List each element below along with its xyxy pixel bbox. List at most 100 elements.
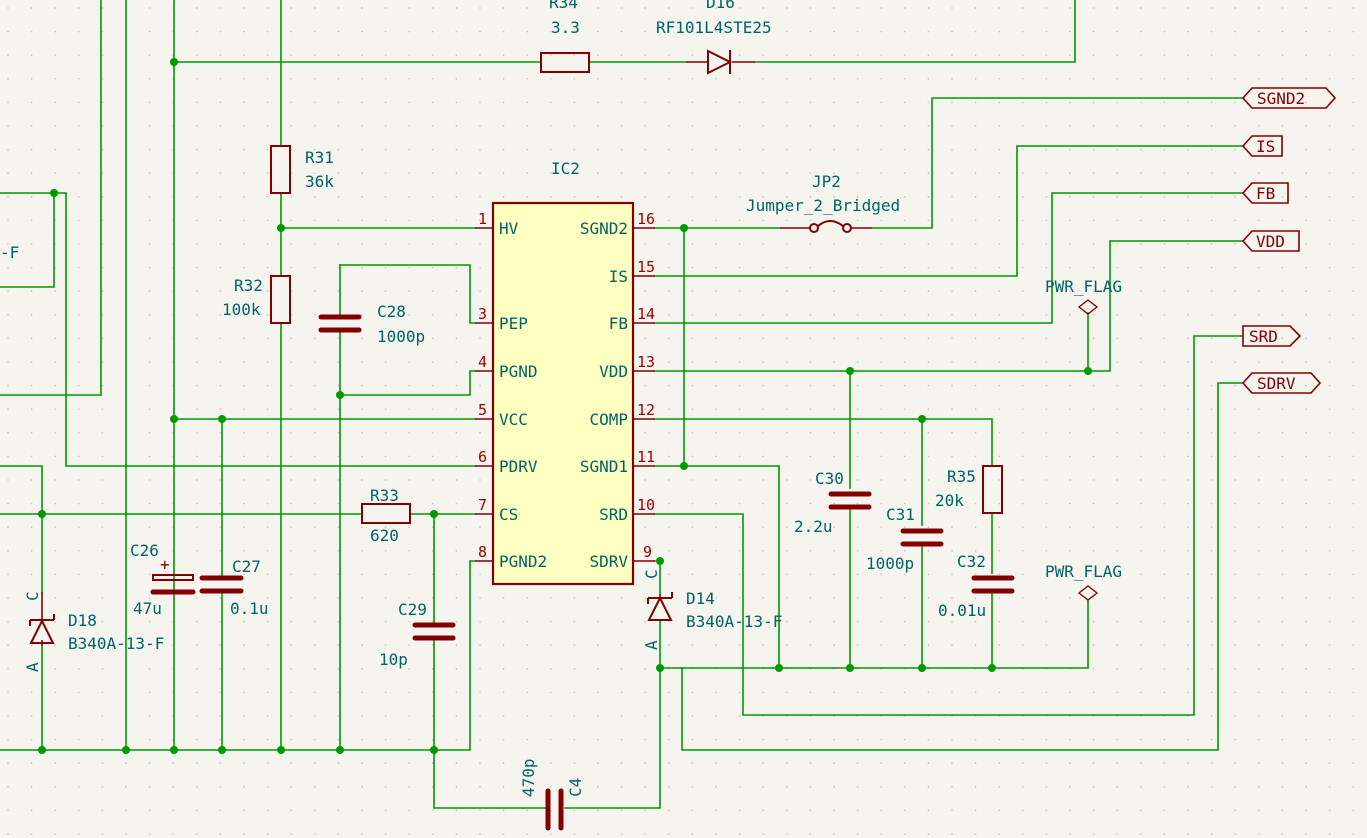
net-label-text: FB bbox=[1256, 184, 1275, 203]
c30-ref: C30 bbox=[815, 469, 844, 488]
pin-number: 16 bbox=[637, 210, 655, 228]
c27-value: 0.1u bbox=[230, 599, 269, 618]
c29-value: 10p bbox=[379, 650, 408, 669]
pwr-flag-label: PWR_FLAG bbox=[1045, 562, 1122, 581]
pin-name-hv: HV bbox=[499, 219, 519, 238]
c32-ref: C32 bbox=[957, 552, 986, 571]
d14-cathode-label: C bbox=[642, 569, 661, 579]
net-label-sdrv[interactable]: SDRV bbox=[1241, 372, 1322, 394]
jp2-value: Jumper_2_Bridged bbox=[746, 196, 900, 215]
ic2-body bbox=[491, 201, 635, 586]
pin-name-srd: SRD bbox=[599, 505, 628, 524]
r35-value: 20k bbox=[935, 491, 964, 510]
jp2-jumper[interactable]: JP2 Jumper_2_Bridged bbox=[746, 172, 900, 233]
pin-number: 7 bbox=[478, 496, 487, 514]
d14-anode-label: A bbox=[642, 640, 661, 650]
r33-resistor[interactable]: R33 620 bbox=[361, 486, 411, 545]
pin-name-pdrv: PDRV bbox=[499, 457, 538, 476]
d14-value: B340A-13-F bbox=[686, 612, 782, 631]
c32-value: 0.01u bbox=[938, 601, 986, 620]
ic2-ref: IC2 bbox=[551, 159, 580, 178]
polarity-plus: + bbox=[160, 555, 170, 574]
pin-number: 13 bbox=[637, 353, 655, 371]
d18-diode[interactable]: C A D18 B340A-13-F bbox=[23, 591, 164, 672]
pin-name-is: IS bbox=[609, 267, 628, 286]
pin-name-comp: COMP bbox=[589, 410, 628, 429]
pin-name-pgnd2: PGND2 bbox=[499, 552, 547, 571]
r32-resistor[interactable]: R32 100k bbox=[222, 275, 291, 324]
c29-capacitor[interactable]: C29 10p bbox=[379, 600, 456, 669]
pin-number: 8 bbox=[478, 543, 487, 561]
c32-capacitor[interactable]: C32 0.01u bbox=[938, 552, 1015, 620]
d18-ref: D18 bbox=[68, 611, 97, 630]
net-label-fb[interactable]: FB bbox=[1241, 182, 1289, 204]
net-label-text: IS bbox=[1256, 137, 1275, 156]
d16-diode[interactable]: D16 RF101L4STE25 bbox=[656, 0, 772, 75]
net-label-is[interactable]: IS bbox=[1241, 135, 1283, 157]
pin-number: 14 bbox=[637, 305, 655, 323]
d16-ref: D16 bbox=[706, 0, 735, 12]
r34-ref: R34 bbox=[549, 0, 578, 12]
c30-capacitor[interactable]: C30 2.2u bbox=[794, 469, 872, 536]
c27-capacitor[interactable]: C27 0.1u bbox=[199, 557, 269, 618]
pin-name-vdd: VDD bbox=[599, 362, 628, 381]
background-grid bbox=[7, 7, 1355, 835]
r35-ref: R35 bbox=[947, 467, 976, 486]
r33-value: 620 bbox=[370, 526, 399, 545]
d18-cathode-label: C bbox=[23, 591, 42, 601]
c26-capacitor[interactable]: + C26 47u bbox=[130, 541, 196, 618]
c26-ref: C26 bbox=[130, 541, 159, 560]
pin-number: 10 bbox=[637, 496, 655, 514]
d14-diode[interactable]: C A D14 B340A-13-F bbox=[642, 569, 782, 650]
c4-value: 470p bbox=[519, 758, 538, 797]
c26-value: 47u bbox=[133, 599, 162, 618]
c4-capacitor[interactable]: 470p C4 bbox=[519, 758, 585, 831]
pin-name-sdrv: SDRV bbox=[589, 552, 628, 571]
c28-value: 1000p bbox=[377, 327, 425, 346]
partial-component-value: -F bbox=[0, 243, 19, 262]
c31-ref: C31 bbox=[886, 505, 915, 524]
ic2-symbol[interactable]: IC2 1 3 4 5 6 7 8 HV PEP PGND VCC PDRV C… bbox=[475, 159, 655, 586]
r32-ref: R32 bbox=[234, 276, 263, 295]
c27-ref: C27 bbox=[232, 557, 261, 576]
r35-resistor[interactable]: R35 20k bbox=[935, 465, 1003, 514]
pin-name-fb: FB bbox=[609, 314, 628, 333]
c29-ref: C29 bbox=[398, 600, 427, 619]
c31-capacitor[interactable]: C31 1000p bbox=[866, 505, 944, 573]
net-label-text: SGND2 bbox=[1257, 89, 1305, 108]
net-label-vdd[interactable]: VDD bbox=[1241, 230, 1300, 252]
net-label-srd[interactable]: SRD bbox=[1242, 325, 1302, 347]
c28-ref: C28 bbox=[377, 302, 406, 321]
r31-value: 36k bbox=[305, 172, 334, 191]
r34-resistor[interactable]: R34 3.3 bbox=[540, 0, 590, 73]
pwr-flag-label: PWR_FLAG bbox=[1045, 277, 1122, 296]
pwr-flag-gnd[interactable]: PWR_FLAG bbox=[1045, 562, 1122, 601]
r34-value: 3.3 bbox=[551, 18, 580, 37]
pin-number: 5 bbox=[478, 401, 487, 419]
pin-name-pgnd: PGND bbox=[499, 362, 538, 381]
pin-number: 12 bbox=[637, 401, 655, 419]
r31-resistor[interactable]: R31 36k bbox=[270, 145, 334, 194]
pin-number: 6 bbox=[478, 448, 487, 466]
r31-ref: R31 bbox=[305, 148, 334, 167]
pwr-flag-vdd[interactable]: PWR_FLAG bbox=[1045, 277, 1122, 315]
c31-value: 1000p bbox=[866, 554, 914, 573]
pin-number: 3 bbox=[478, 305, 487, 323]
pin-number: 11 bbox=[637, 448, 655, 466]
pin-number: 1 bbox=[478, 210, 487, 228]
pin-name-sgnd1: SGND1 bbox=[580, 457, 628, 476]
r32-value: 100k bbox=[222, 300, 261, 319]
c28-capacitor[interactable]: C28 1000p bbox=[318, 302, 425, 346]
c4-ref: C4 bbox=[566, 778, 585, 797]
net-label-text: VDD bbox=[1256, 232, 1285, 251]
net-label-sgnd2[interactable]: SGND2 bbox=[1241, 87, 1337, 109]
c30-value: 2.2u bbox=[794, 517, 833, 536]
d18-anode-label: A bbox=[23, 662, 42, 672]
junctions bbox=[38, 58, 1092, 754]
pin-name-sgnd2: SGND2 bbox=[580, 219, 628, 238]
d16-value: RF101L4STE25 bbox=[656, 18, 772, 37]
pin-number: 4 bbox=[478, 353, 487, 371]
pin-number: 9 bbox=[643, 543, 652, 561]
pin-name-cs: CS bbox=[499, 505, 518, 524]
